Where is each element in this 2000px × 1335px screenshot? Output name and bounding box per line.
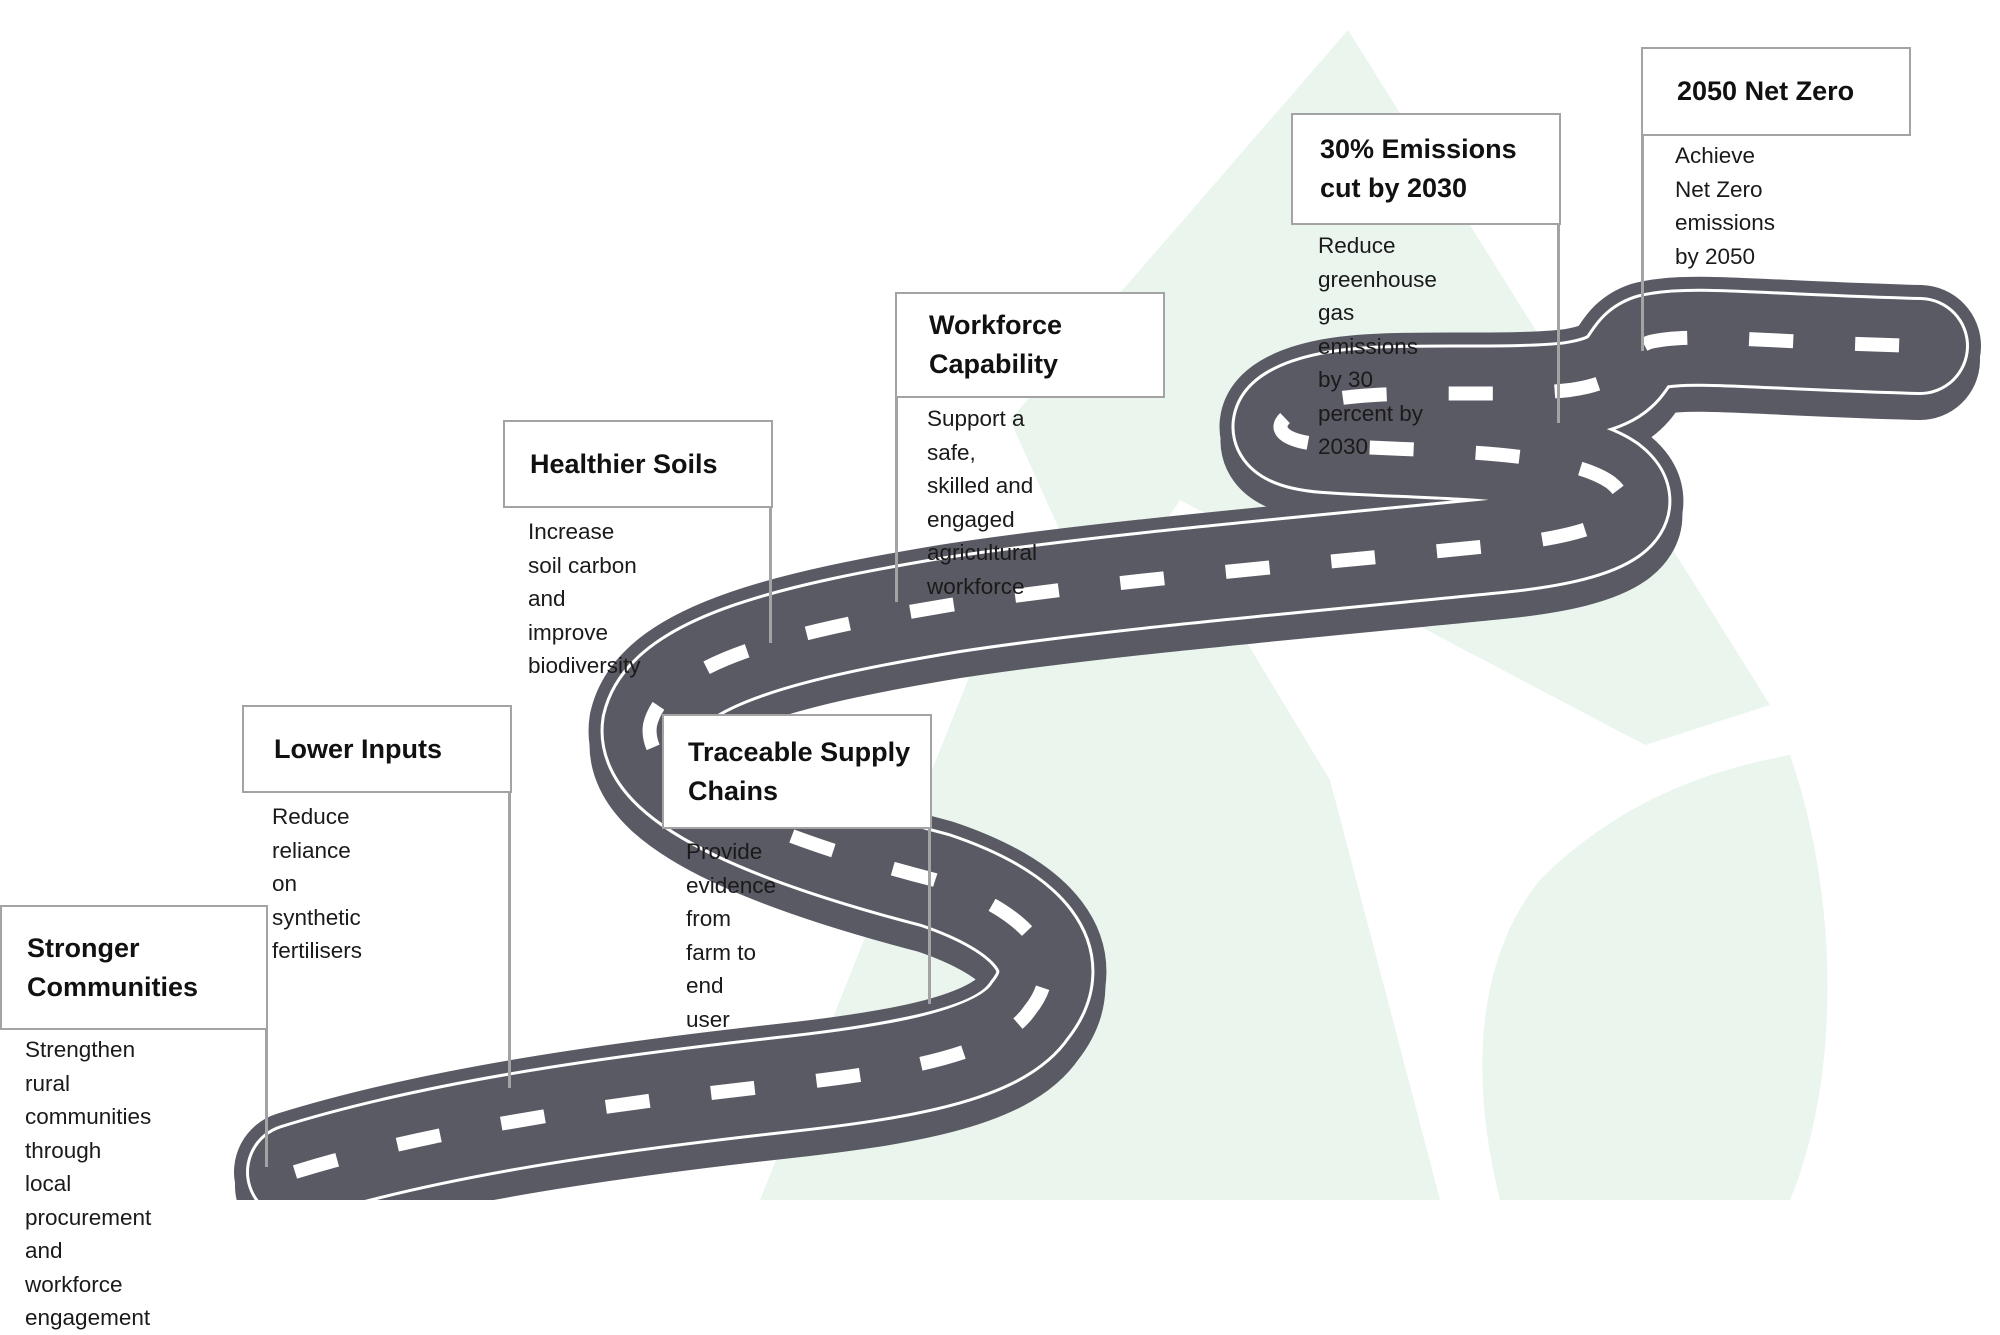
flag-box: Healthier Soils [503,420,773,508]
milestone-title: 30% Emissions cut by 2030 [1320,134,1517,203]
milestone-description: Reduce greenhouse gas emissions by 30 pe… [1318,233,1437,459]
milestone-description: Strengthen rural communities through loc… [25,1037,152,1330]
flag-box: Stronger Communities [0,905,268,1030]
flag-box: 30% Emissions cut by 2030 [1291,113,1561,225]
roadmap-illustration [234,30,1981,1200]
milestone-title: Traceable Supply Chains [688,736,911,806]
milestone-title: 2050 Net Zero [1677,76,1855,106]
flag-pole [265,905,268,1167]
flag-pole [928,714,931,1004]
flag-box: Lower Inputs [242,705,512,793]
logo-leaf-shape [1482,755,1828,1200]
milestone-description: Reduce reliance on synthetic fertilisers [272,804,363,963]
roadmap-scene: Stronger Communities Strengthen rural co… [0,30,1981,1330]
milestone-title: Lower Inputs [274,733,442,764]
flag-box: 2050 Net Zero [1641,47,1911,136]
flag-pole [1557,113,1560,423]
flag-pole [508,705,511,1088]
flag-pole [1641,47,1644,351]
milestone-title: Healthier Soils [530,448,718,479]
milestone-description: Provide evidence from farm to end user [686,839,777,1032]
road-surface [249,291,1966,1200]
flag-box: Traceable Supply Chains [662,714,932,829]
milestone-description: Support a safe, skilled and engaged agri… [927,406,1038,599]
milestone-title: Workforce Capability [929,310,1063,379]
milestone-description: Achieve Net Zero emissions by 2050 [1675,143,1776,269]
flag-pole [895,292,898,602]
flag-pole [769,420,772,643]
milestone-description: Increase soil carbon and improve biodive… [528,519,641,678]
flag-box: Workforce Capability [895,292,1165,398]
milestone-title: Stronger Communities [27,932,199,1002]
